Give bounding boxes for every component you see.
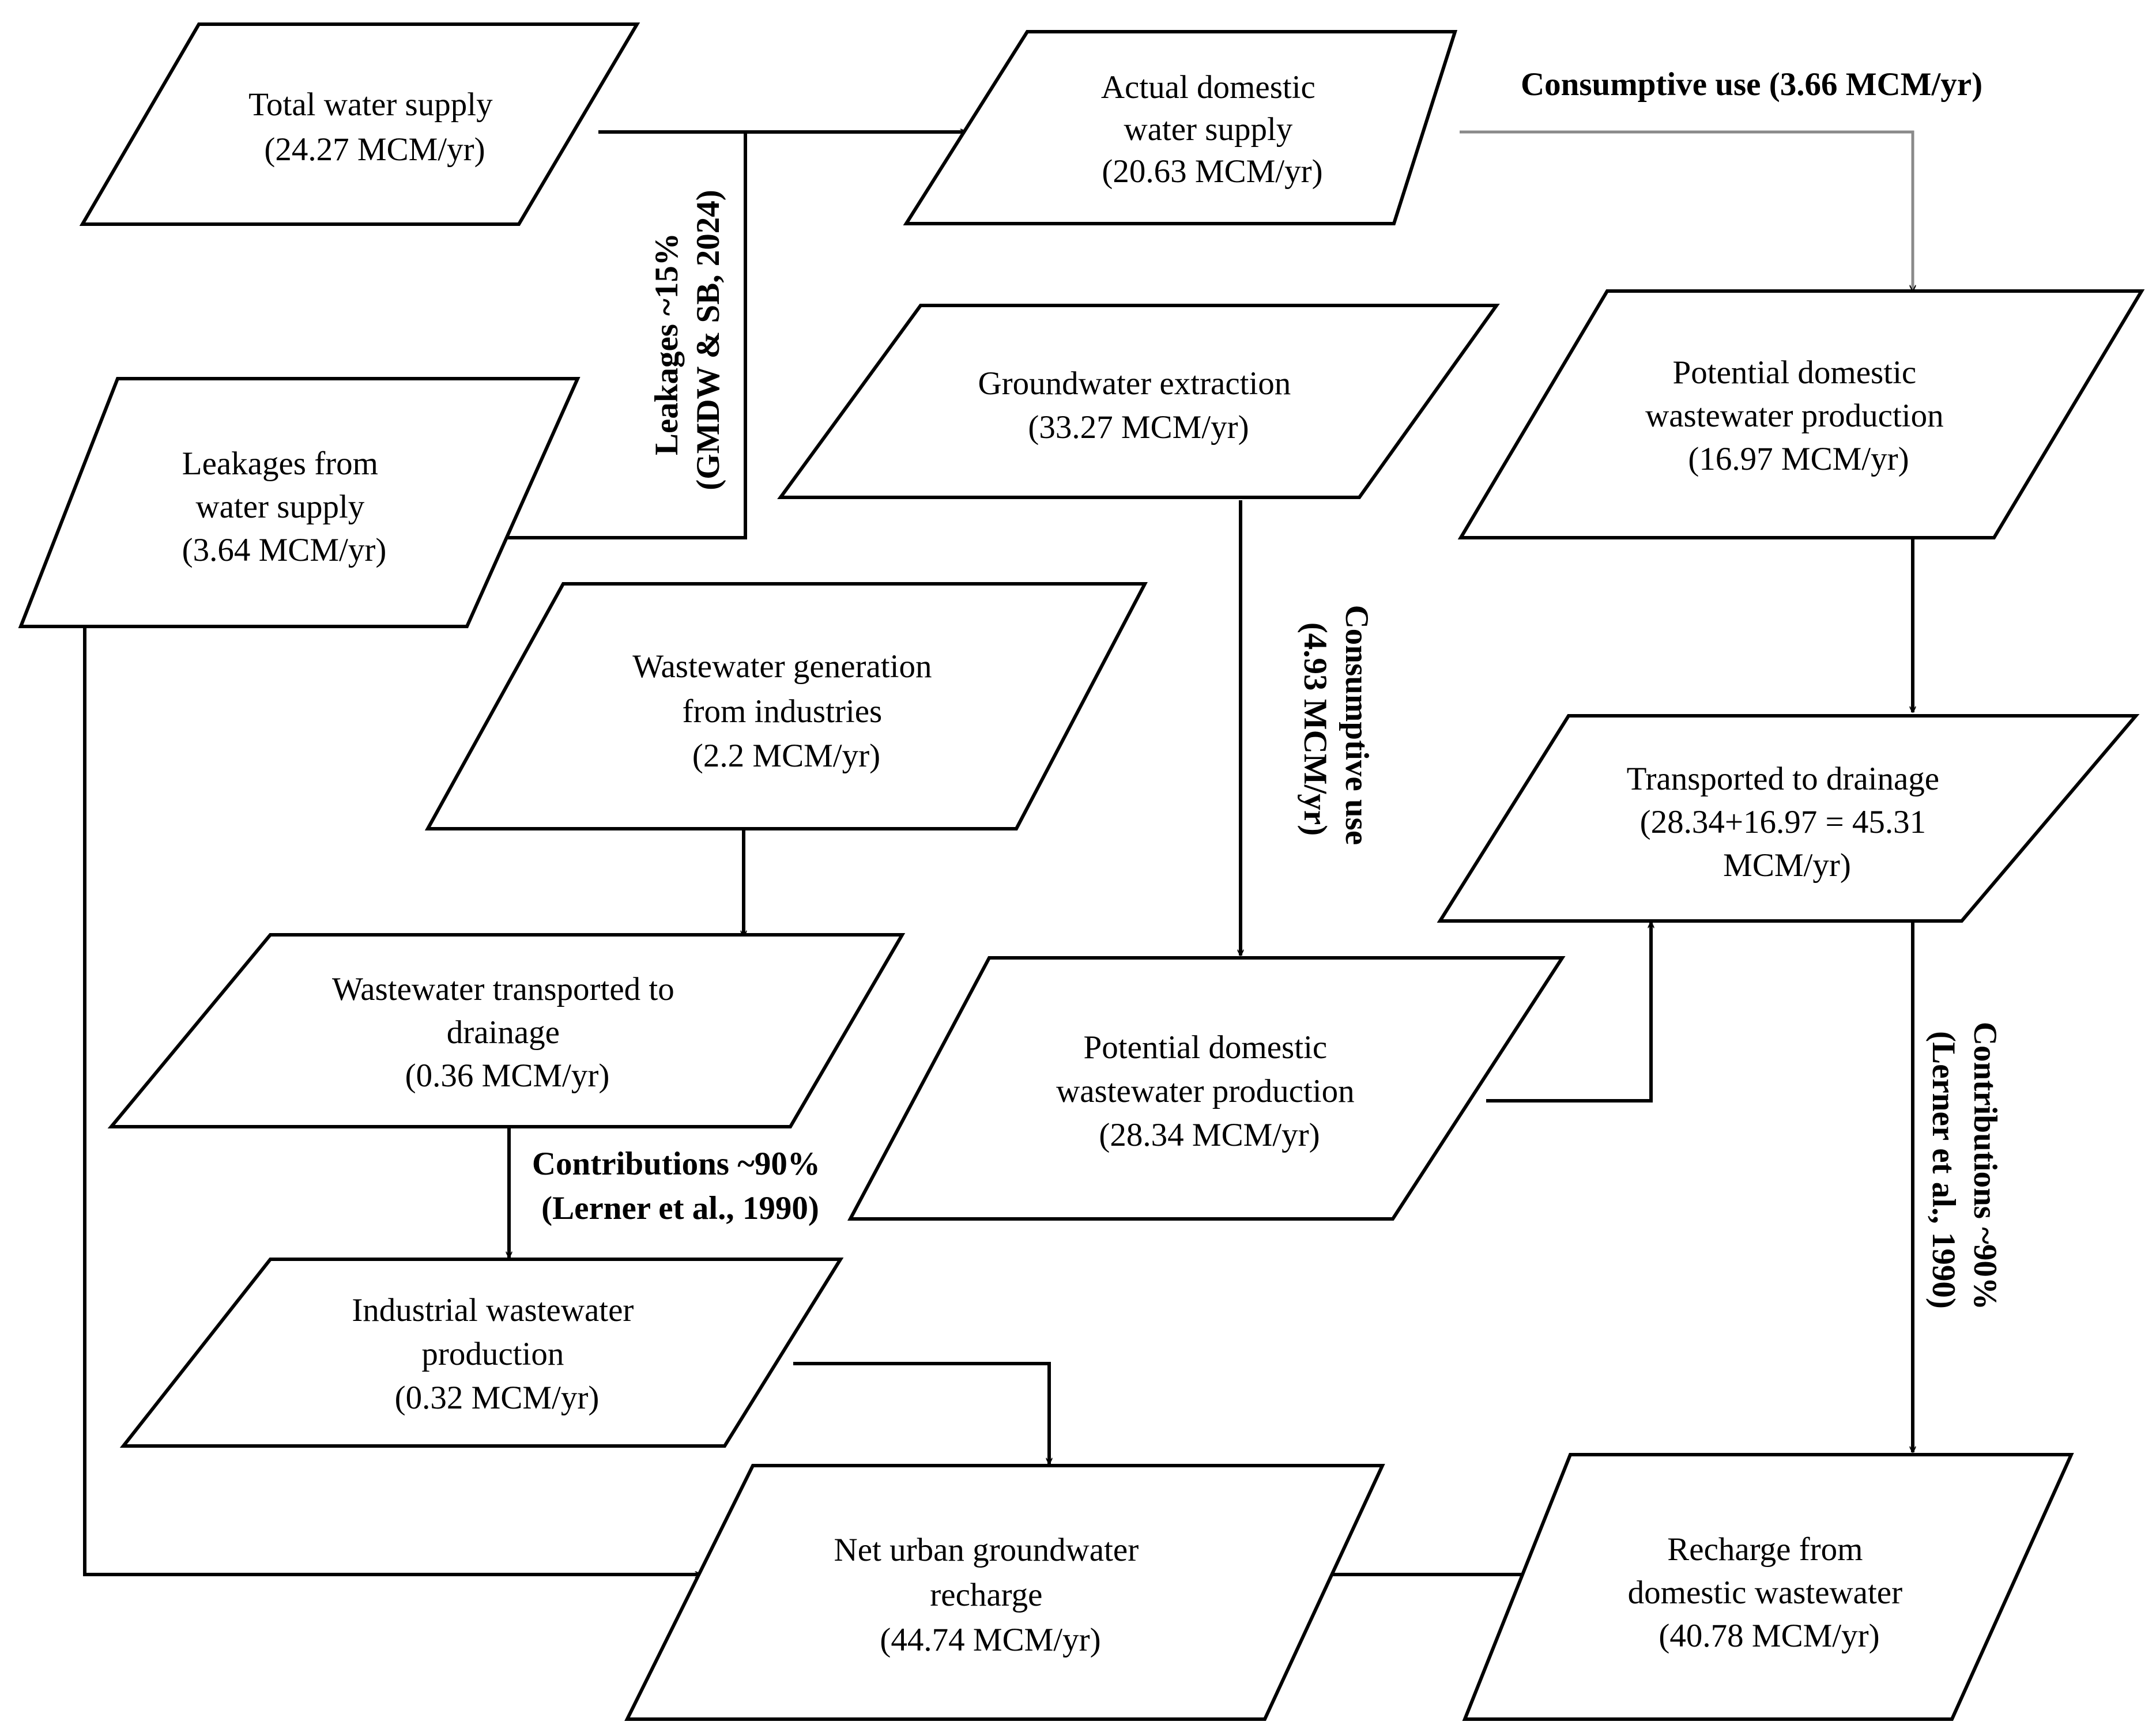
node-recharge-domestic-wastewater-label: Recharge from domestic wastewater (40.78… xyxy=(1628,1531,1911,1654)
node-potential-domestic-top: Potential domestic wastewater production… xyxy=(1457,289,2145,539)
node-industrial-wastewater-production-label: Industrial wastewater production (0.32 M… xyxy=(352,1292,642,1416)
node-industry-wastewater-generation: Wastewater generation from industries (2… xyxy=(424,582,1148,830)
node-groundwater-extraction: Groundwater extraction (33.27 MCM/yr) xyxy=(777,304,1500,499)
node-potential-domestic-mid: Potential domestic wastewater production… xyxy=(847,956,1566,1221)
node-total-water-supply-label: Total water supply (24.27 MCM/yr) xyxy=(248,86,501,168)
edge-label-consumptive-mid: Consumptive use (4.93 MCM/yr) xyxy=(1297,605,1375,854)
node-net-urban-recharge-label: Net urban groundwater recharge (44.74 MC… xyxy=(834,1532,1147,1658)
node-transported-to-drainage: Transported to drainage (28.34+16.97 = 4… xyxy=(1437,714,2140,923)
node-actual-domestic-supply: Actual domestic water supply (20.63 MCM/… xyxy=(903,30,1458,225)
edge-label-contributions-right: Contributions ~90% (Lerner et al., 1990) xyxy=(1925,1022,2003,1318)
arrow-actual-to-potential-top xyxy=(1460,130,1913,291)
node-leakages-from-supply-label: Leakages from water supply (3.64 MCM/yr) xyxy=(182,445,387,568)
node-recharge-domestic-wastewater: Recharge from domestic wastewater (40.78… xyxy=(1462,1453,2074,1721)
node-potential-domestic-top-label: Potential domestic wastewater production… xyxy=(1645,354,1952,477)
node-wastewater-transported-label: Wastewater transported to drainage (0.36… xyxy=(332,971,683,1094)
node-potential-domestic-mid-label: Potential domestic wastewater production… xyxy=(1056,1029,1363,1153)
edge-label-contributions-left: Contributions ~90% (Lerner et al., 1990) xyxy=(532,1146,828,1226)
node-industry-wastewater-generation-label: Wastewater generation from industries (2… xyxy=(632,648,940,774)
arrow-total-to-leakages xyxy=(493,132,747,538)
node-leakages-from-supply: Leakages from water supply (3.64 MCM/yr) xyxy=(18,377,581,628)
arrow-potential-mid-to-transported xyxy=(1486,922,1651,1103)
node-groundwater-extraction-label: Groundwater extraction (33.27 MCM/yr) xyxy=(978,365,1299,445)
arrow-industrial-to-net xyxy=(793,1362,1049,1464)
node-total-water-supply: Total water supply (24.27 MCM/yr) xyxy=(79,22,640,226)
node-net-urban-recharge: Net urban groundwater recharge (44.74 MC… xyxy=(624,1464,1385,1721)
edge-label-consumptive-top: Consumptive use (3.66 MCM/yr) xyxy=(1521,66,1982,103)
node-actual-domestic-supply-label: Actual domestic water supply (20.63 MCM/… xyxy=(1101,69,1324,190)
arrow-leakages-to-net xyxy=(83,628,701,1575)
node-industrial-wastewater-production: Industrial wastewater production (0.32 M… xyxy=(119,1258,844,1448)
node-transported-to-drainage-label: Transported to drainage (28.34+16.97 = 4… xyxy=(1627,761,1948,884)
connectors xyxy=(83,130,1913,1575)
edge-label-leakages: Leakages ~15% (GMDW & SB, 2024) xyxy=(649,190,726,490)
node-wastewater-transported: Wastewater transported to drainage (0.36… xyxy=(107,933,906,1128)
